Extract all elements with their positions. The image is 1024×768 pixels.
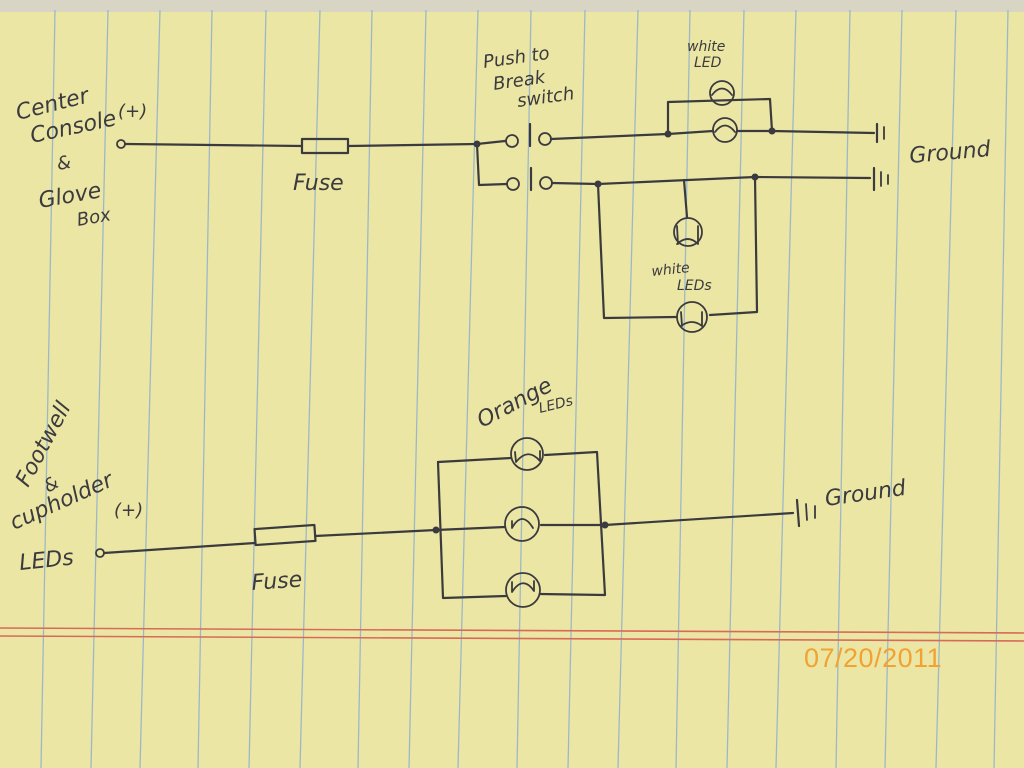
led-bank-left-rail [436, 460, 508, 600]
wire-lower-top [596, 175, 757, 186]
ground-symbol-bottom-2 [805, 503, 808, 521]
wire-led-vertical [682, 178, 689, 219]
led-parallel-frame [666, 97, 774, 136]
date-stamp: 07/20/2011 [804, 643, 943, 673]
orange-led-symbol-2 [504, 506, 540, 542]
rule-line [357, 9, 373, 768]
label-leds-bottom: LEDs [18, 545, 75, 576]
rule-line [248, 9, 267, 768]
orange-led-symbol-3 [505, 572, 541, 608]
rule-line [457, 9, 479, 768]
label-led-top: LED [694, 55, 722, 71]
label-fuse-top: Fuse [293, 171, 344, 196]
rule-line [139, 9, 161, 768]
rule-line [299, 9, 321, 768]
led-bank-right-rail [538, 450, 607, 597]
wire-fuse-to-led-bank [313, 528, 438, 538]
orange-led-inner-2 [511, 518, 534, 529]
blue-rule-lines [40, 9, 1009, 768]
paper-top-edge [0, 0, 1024, 12]
label-leds-mid: LEDs [677, 278, 712, 294]
label-plus-bottom: (+) [114, 500, 143, 521]
top-circuit [116, 80, 889, 333]
rule-line [835, 9, 851, 768]
rule-line [935, 9, 957, 768]
led-bank-mid-wire-left [434, 525, 507, 532]
label-ampersand-top: & [55, 152, 72, 175]
wire-led-branch-left [596, 182, 678, 320]
rule-line [90, 9, 109, 768]
led-bank-top-wire-left [436, 456, 513, 464]
orange-led-inner-3 [511, 580, 535, 593]
orange-led-symbol-1 [510, 437, 544, 471]
label-plus-top: (+) [118, 101, 147, 122]
label-white-mid: white [651, 260, 691, 280]
rule-line [884, 9, 903, 768]
led-arc-2 [714, 124, 736, 133]
white-led-symbol-1 [709, 80, 735, 106]
rule-line [726, 9, 745, 768]
wire-fuse-to-junction [346, 142, 479, 148]
red-margin-lines [0, 627, 1024, 642]
ground-symbol-bottom-1 [795, 498, 801, 528]
rule-line [408, 9, 427, 768]
fuse-symbol-bottom [253, 523, 317, 547]
wire-to-ground-bottom [603, 511, 795, 527]
bottom-circuit [95, 437, 816, 608]
rule-line [40, 9, 56, 768]
wire-to-fuse-bottom [102, 541, 257, 555]
rule-line [567, 9, 586, 768]
white-led-symbol-4 [676, 301, 708, 333]
wire-switch-to-led-upper [549, 132, 670, 141]
led-inner-3 [676, 225, 699, 245]
wire-led-branch-right [708, 175, 759, 317]
rule-line [516, 9, 532, 768]
label-fuse-bottom: Fuse [251, 568, 303, 596]
label-white-top: white [687, 39, 725, 55]
wire-to-fuse-top [123, 142, 304, 148]
switch-contact-left-lower [506, 177, 520, 191]
wire-led-left [666, 129, 715, 136]
orange-led-inner-1 [514, 450, 541, 463]
switch-contact-left-upper [505, 134, 519, 148]
white-led-symbol-3 [673, 217, 703, 247]
rule-line [197, 9, 213, 768]
wire-to-switch-upper [475, 139, 507, 146]
led-inner-4 [680, 311, 703, 327]
wire-to-ground-lower [753, 175, 872, 180]
rule-line [775, 9, 797, 768]
rule-line [993, 9, 1009, 768]
wire-to-ground-top [770, 129, 876, 135]
wire-to-switch-lower [475, 142, 509, 187]
wire-switch-lower-out [550, 181, 600, 186]
led-arc-1 [711, 87, 733, 96]
rule-line [675, 9, 691, 768]
